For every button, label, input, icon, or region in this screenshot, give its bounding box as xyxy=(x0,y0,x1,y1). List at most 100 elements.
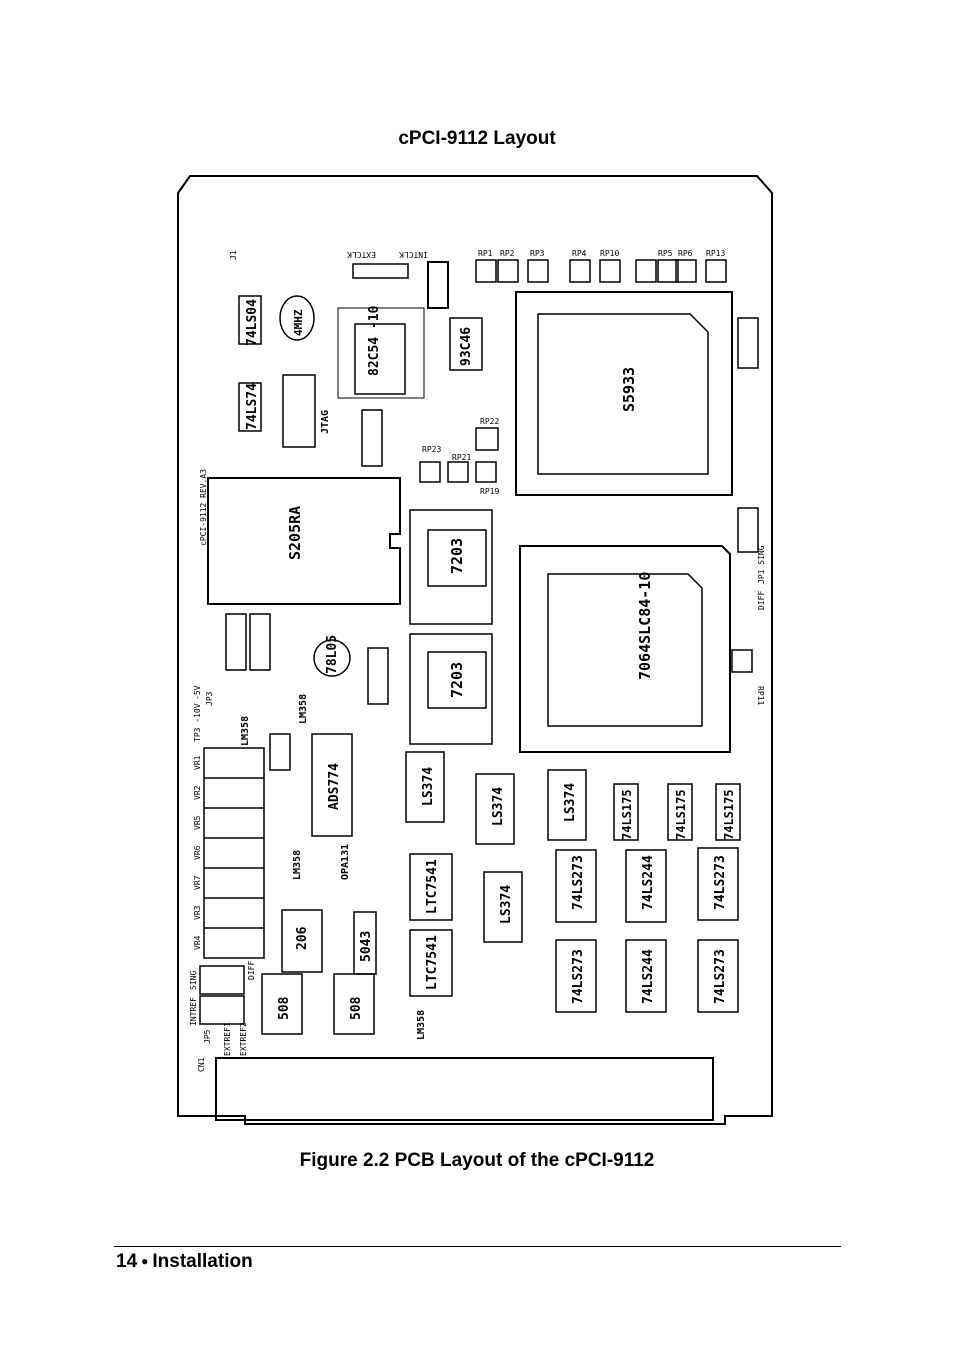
pcb-component-outline xyxy=(361,409,383,467)
pcb-component-outline xyxy=(705,259,727,283)
pcb-component-outline xyxy=(613,783,639,841)
rp-label: RP2 xyxy=(500,249,515,258)
chip-label: 74LS175 xyxy=(722,789,736,840)
rp-label: RP11 xyxy=(756,686,765,705)
pcb-component-outline xyxy=(225,613,247,671)
chip-label: S205RA xyxy=(286,506,304,560)
page-footer: 14●Installation xyxy=(116,1251,253,1273)
chip-label: LM358 xyxy=(292,850,303,880)
pcb-component-outline xyxy=(625,849,667,923)
pcb-component-outline xyxy=(238,295,262,345)
pcb-component-outline xyxy=(427,261,449,309)
pcb-component-outline xyxy=(281,909,323,973)
connector-label: EXTCLK xyxy=(347,250,376,259)
pcb-component-outline xyxy=(657,259,679,283)
vr-label: VR2 xyxy=(193,785,202,800)
vr-label: VR4 xyxy=(193,935,202,950)
pcb-component-outline xyxy=(333,973,375,1035)
jumper-label: EXTREF2 xyxy=(239,1022,248,1056)
pcb-component-outline xyxy=(547,573,703,727)
rp-label: RP19 xyxy=(480,487,499,496)
chip-label: 74LS175 xyxy=(674,789,688,840)
jumper-label: TP3 -10V xyxy=(193,703,202,742)
jumper-label: -5V xyxy=(193,685,202,700)
chip-label: 4MHZ xyxy=(292,309,305,336)
pcb-component-outline xyxy=(475,259,497,283)
vr-label: VR7 xyxy=(193,875,202,890)
page-number: 14 xyxy=(116,1251,138,1272)
pcb-component-outline xyxy=(697,939,739,1013)
chip-label: 7064SLC84-10 xyxy=(636,572,654,680)
pcb-component-outline xyxy=(313,639,351,677)
pcb-outline xyxy=(177,175,773,1125)
pcb-component-outline xyxy=(555,939,597,1013)
chip-label: 74LS74 xyxy=(245,383,260,430)
pcb-component-outline xyxy=(635,259,657,283)
pcb-component-outline xyxy=(337,307,425,399)
chip-label: 93C46 xyxy=(459,327,474,366)
jumper-label: JP5 xyxy=(203,1029,212,1044)
pcb-component-outline xyxy=(483,871,523,943)
rp-label: RP5 xyxy=(658,249,673,258)
chip-label: 7203 xyxy=(448,662,466,698)
rp-label: RP23 xyxy=(422,445,441,454)
chip-label: LS374 xyxy=(563,783,578,822)
pcb-component-outline xyxy=(282,374,316,448)
rp-label: RP4 xyxy=(572,249,587,258)
pcb-component-outline xyxy=(199,965,245,995)
chip-label: 74LS175 xyxy=(620,789,634,840)
rp-label: RP22 xyxy=(480,417,499,426)
pcb-component-outline xyxy=(352,263,409,279)
pcb-component-outline xyxy=(419,461,441,483)
bullet-icon: ● xyxy=(141,1254,149,1268)
pcb-component-outline xyxy=(537,313,709,475)
pcb-component-outline xyxy=(354,323,406,395)
jumper-label: EXTREF1 xyxy=(223,1022,232,1056)
chip-label: 206 xyxy=(295,926,310,950)
chip-label: JTAG xyxy=(320,410,331,434)
pcb-component-outline xyxy=(569,259,591,283)
pcb-component-outline xyxy=(409,633,493,745)
chip-label: 5043 xyxy=(359,931,374,962)
chip-label: 7203 xyxy=(448,538,466,574)
chip-label: 74LS273 xyxy=(713,855,728,910)
pcb-component-outline xyxy=(261,973,303,1035)
footer-section: Installation xyxy=(152,1251,253,1272)
pcb-component-outline xyxy=(405,751,445,823)
jumper-label: JP1 SING xyxy=(757,545,766,584)
chip-label: LS374 xyxy=(491,787,506,826)
footer-divider xyxy=(114,1246,841,1247)
s5933-chip xyxy=(515,291,733,496)
pcb-component-outline xyxy=(427,651,487,709)
pcb-component-outline xyxy=(311,733,353,837)
chip-label: LM358 xyxy=(416,1010,427,1040)
rp-label: RP1 xyxy=(478,249,493,258)
pcb-component-outline xyxy=(475,773,515,845)
jumper-label: JP3 xyxy=(205,691,214,706)
chip-label: ADS774 xyxy=(327,763,342,810)
connector-label: J1 xyxy=(229,250,238,260)
pcb-component-outline xyxy=(409,853,453,921)
page-heading: cPCI-9112 Layout xyxy=(398,128,556,149)
chip-label: LS374 xyxy=(421,767,436,806)
chip-label: S5933 xyxy=(620,367,638,412)
pcb-component-outline xyxy=(697,847,739,921)
chip-label: 74LS273 xyxy=(713,949,728,1004)
pcb-component-outline xyxy=(497,259,519,283)
chip-label: 74LS04 xyxy=(245,299,260,346)
pcb-component-outline xyxy=(737,317,759,369)
pcb-component-outline xyxy=(249,613,271,671)
pcb-component-outline xyxy=(449,317,483,371)
pcb-component-outline xyxy=(238,382,262,432)
jumper-label: DIFF xyxy=(757,591,766,610)
pcb-component-outline xyxy=(675,259,697,283)
7064-chip xyxy=(519,545,731,753)
pcb-component-outline xyxy=(409,509,493,625)
chip-label: 78L05 xyxy=(325,635,340,674)
pcb-component-outline xyxy=(279,295,315,341)
rp-label: RP21 xyxy=(452,453,471,462)
pcb-component-outline xyxy=(203,747,265,959)
chip-label: 508 xyxy=(277,996,292,1020)
board-rev-label: cPCI-9112 REV.A3 xyxy=(199,469,208,546)
pcb-component-outline xyxy=(427,529,487,587)
